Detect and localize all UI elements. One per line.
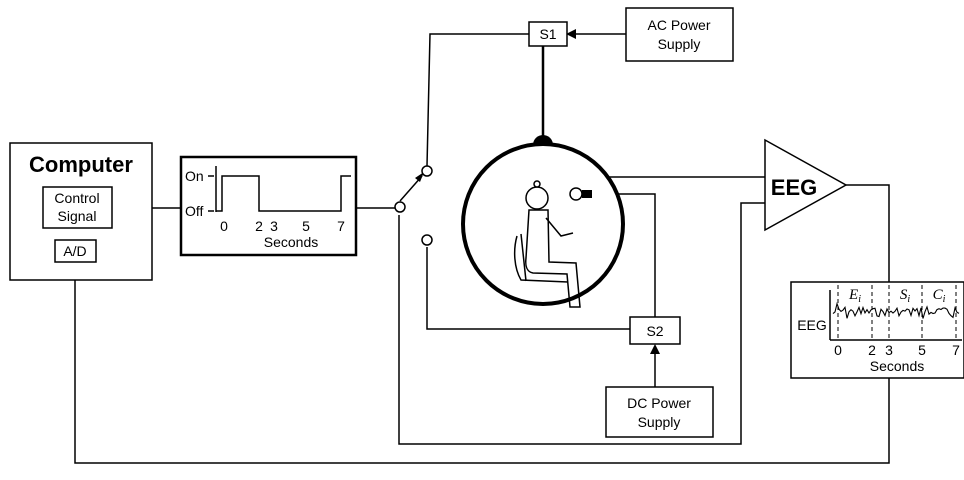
person-arm [545, 217, 574, 237]
control-signal-label-2: Signal [58, 208, 97, 224]
wire-eeg-to-plot [846, 184, 890, 282]
computer-block: Computer Control Signal A/D [9, 142, 153, 281]
switch-contact-upper [421, 165, 433, 177]
wire-switch-to-s2 [426, 247, 630, 330]
subject-enclosure [461, 135, 625, 308]
timing-tick-5: 5 [302, 218, 310, 234]
timing-box [179, 155, 358, 257]
dc-supply-label-1: DC Power [627, 395, 691, 411]
ad-converter-label: A/D [63, 243, 86, 259]
timing-tick-2: 2 [255, 218, 263, 234]
dc-supply-label-2: Supply [638, 414, 681, 430]
person-head [525, 186, 549, 210]
eeg-tick-5: 5 [918, 342, 926, 358]
wire-switch-to-eeg [398, 202, 765, 445]
chair-back-edge [520, 233, 527, 282]
eeg-recording-plot: EEG Ei Si Ci 0 2 3 5 7 Seconds [790, 281, 964, 379]
timing-tick-7: 7 [337, 218, 345, 234]
epoch-label-e: Ei [848, 287, 861, 305]
eeg-tick-3: 3 [885, 342, 893, 358]
eeg-electrode-icon [533, 180, 541, 188]
switch-s2-label: S2 [646, 323, 663, 339]
eeg-plot-ylabel: EEG [797, 317, 827, 333]
bulb-socket [582, 190, 592, 198]
switch-s1-box [528, 21, 568, 47]
switch-s2-box [629, 316, 681, 345]
wire-plot-to-ad [74, 262, 890, 464]
ac-supply-box [625, 7, 734, 62]
switch-arrow [415, 172, 424, 182]
ac-supply-label-1: AC Power [647, 17, 710, 33]
timing-block: On Off 0 2 3 5 7 Seconds [179, 155, 358, 257]
dc-supply-box [605, 386, 714, 438]
eeg-amplifier-label: EEG [771, 175, 817, 200]
switch-pivot [394, 201, 406, 213]
wire-switch-to-s1 [426, 33, 529, 167]
timing-axis-label: Seconds [264, 234, 318, 250]
eeg-tick-2: 2 [868, 342, 876, 358]
eeg-tick-0: 0 [834, 342, 842, 358]
person-body [525, 209, 581, 308]
eeg-tick-7: 7 [952, 342, 960, 358]
eeg-plot-axis-label: Seconds [870, 358, 924, 374]
ad-converter-box [54, 239, 97, 263]
speaker-icon [533, 135, 553, 145]
control-signal-box [42, 186, 113, 229]
timing-on-label: On [185, 168, 204, 184]
ac-supply-label-2: Supply [658, 36, 701, 52]
timing-off-label: Off [185, 203, 204, 219]
epoch-label-s: Si [900, 287, 911, 305]
dc-arrow [650, 344, 660, 354]
seated-person-icon [513, 180, 581, 308]
chair-back [513, 235, 569, 283]
control-signal-label-1: Control [54, 190, 99, 206]
enclosure-circle [461, 142, 625, 306]
computer-title: Computer [29, 152, 133, 177]
eeg-waveform-trace [832, 301, 960, 319]
bulb-glass [569, 187, 583, 201]
light-bulb-icon [569, 187, 592, 201]
epoch-label-c: Ci [933, 287, 946, 305]
timing-pulse-trace [216, 175, 351, 212]
switch-s1-label: S1 [539, 26, 556, 42]
switch-contact-lower [421, 234, 433, 246]
timing-tick-0: 0 [220, 218, 228, 234]
timing-tick-3: 3 [270, 218, 278, 234]
eeg-plot-frame [790, 281, 964, 379]
eeg-amplifier-triangle [764, 138, 848, 232]
ac-arrow [566, 29, 576, 39]
